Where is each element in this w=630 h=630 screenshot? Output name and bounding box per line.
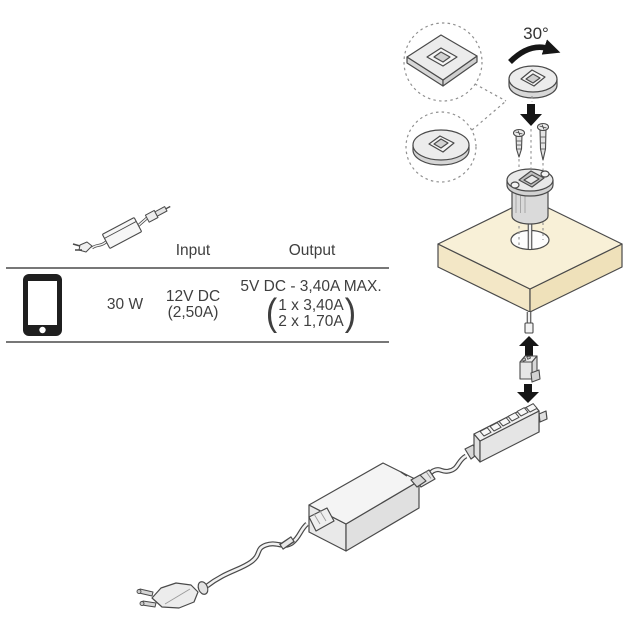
output-option-single: 1 x 3,40A (278, 296, 344, 314)
round-cover-callout-circle (405, 111, 477, 183)
output-rating: 5V DC - 3,40A MAX. (240, 278, 382, 295)
output-options: ( 1 x 3,40A 2 x 1,70A ) (232, 291, 390, 335)
through-cable (524, 221, 534, 334)
round-cover-icon (412, 129, 470, 166)
table-cell-output: 5V DC - 3,40A MAX. ( 1 x 3,40A 2 x 1,70A… (232, 278, 390, 335)
mains-cord (205, 522, 309, 588)
input-voltage: 12V DC (165, 288, 221, 305)
arrow-down-icon (517, 384, 539, 403)
table-cell-input: 12V DC (2,50A) (158, 289, 228, 321)
power-supply-icon (308, 462, 427, 552)
paren-close: ) (344, 291, 357, 335)
arrow-up-icon (519, 336, 539, 359)
callout-pointer-lines (471, 83, 507, 131)
dc-link-cable (426, 453, 468, 477)
table-cell-power: 30 W (106, 296, 144, 313)
cable-connector-icon (519, 355, 541, 383)
usb-charger-housing-icon (506, 168, 554, 225)
mounting-screws-icon (512, 122, 550, 172)
inlet-plug-icon (308, 507, 335, 532)
usb-cap-icon (508, 65, 558, 99)
distributor-block-icon (464, 403, 548, 463)
europlug-icon (136, 581, 209, 609)
square-cover-callout-circle (403, 22, 483, 102)
square-cover-icon (406, 34, 478, 87)
arrow-down-icon (520, 104, 542, 126)
spec-table-rules (6, 267, 389, 343)
power-adapter-icon (72, 205, 171, 253)
cover-options-detail (403, 22, 507, 183)
input-current: (2,50A) (167, 304, 219, 321)
output-option-dual: 2 x 1,70A (278, 313, 344, 331)
table-header-input: Input (175, 242, 211, 259)
tablet-icon (23, 274, 62, 336)
paren-open: ( (265, 291, 278, 335)
table-header-output: Output (288, 242, 336, 259)
rotation-angle-label: 30° (523, 24, 549, 43)
rotate-30-arrow-icon (508, 39, 561, 64)
